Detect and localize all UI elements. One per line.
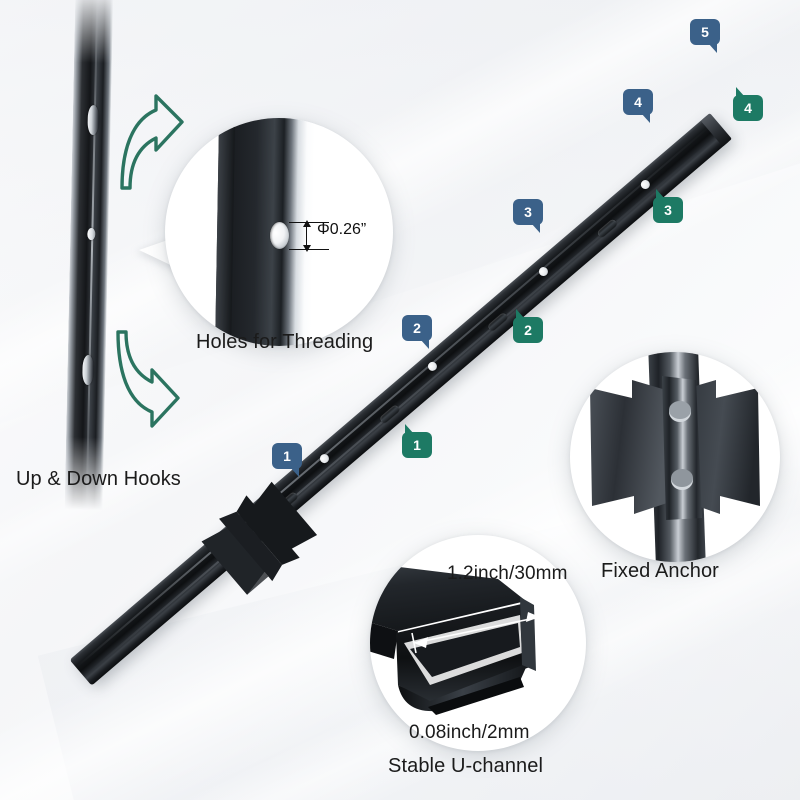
marker-green-2[interactable]: 2 <box>513 309 543 343</box>
marker-blue-2[interactable]: 2 <box>402 315 432 349</box>
marker-label: 2 <box>524 322 532 338</box>
width-dimension-line <box>411 606 547 654</box>
hole-diameter-value: Φ0.26” <box>317 221 367 238</box>
channel-thickness-value: 0.08inch/2mm <box>409 722 530 743</box>
holes-for-threading-label: Holes for Threading <box>196 331 374 353</box>
marker-blue-5[interactable]: 5 <box>690 19 720 53</box>
marker-label: 1 <box>283 448 291 464</box>
up-and-down-hooks-label: Up & Down Hooks <box>16 468 181 490</box>
stable-u-channel-magnifier <box>370 535 586 751</box>
marker-label: 3 <box>664 202 672 218</box>
marker-label: 1 <box>413 437 421 453</box>
post-inner-shadow <box>214 118 236 346</box>
dimension-arrowheads <box>303 220 311 252</box>
marker-label: 4 <box>744 100 752 116</box>
fixed-anchor-wings <box>187 466 334 613</box>
magnified-hole <box>270 222 289 249</box>
marker-label: 3 <box>524 204 532 220</box>
fixed-anchor-illustration <box>590 352 760 562</box>
channel-width-value: 1.2inch/30mm <box>447 563 568 584</box>
u-channel-illustration <box>370 563 547 720</box>
marker-blue-4[interactable]: 4 <box>623 89 653 123</box>
marker-label: 5 <box>701 24 709 40</box>
threading-hole <box>87 227 96 241</box>
up-arrow-icon <box>116 92 190 197</box>
up-hook <box>87 104 100 136</box>
fixed-anchor-label: Fixed Anchor <box>601 560 719 582</box>
marker-label: 2 <box>413 320 421 336</box>
marker-green-4[interactable]: 4 <box>733 87 763 121</box>
marker-green-1[interactable]: 1 <box>402 424 432 458</box>
marker-blue-1[interactable]: 1 <box>272 443 302 477</box>
marker-blue-3[interactable]: 3 <box>513 199 543 233</box>
dimension-leader <box>289 249 329 250</box>
thickness-dimension-line <box>477 700 495 720</box>
fixed-anchor-magnifier <box>570 352 780 562</box>
marker-label: 4 <box>634 94 642 110</box>
post-edge-highlight <box>85 0 99 511</box>
down-hook <box>82 354 94 386</box>
dimension-leader <box>289 222 329 223</box>
down-arrow-icon <box>112 328 186 437</box>
stable-u-channel-label: Stable U-channel <box>388 755 544 777</box>
holes-for-threading-magnifier: Φ0.26” <box>165 118 393 346</box>
dimension-arrow <box>306 223 307 248</box>
marker-green-3[interactable]: 3 <box>653 189 683 223</box>
